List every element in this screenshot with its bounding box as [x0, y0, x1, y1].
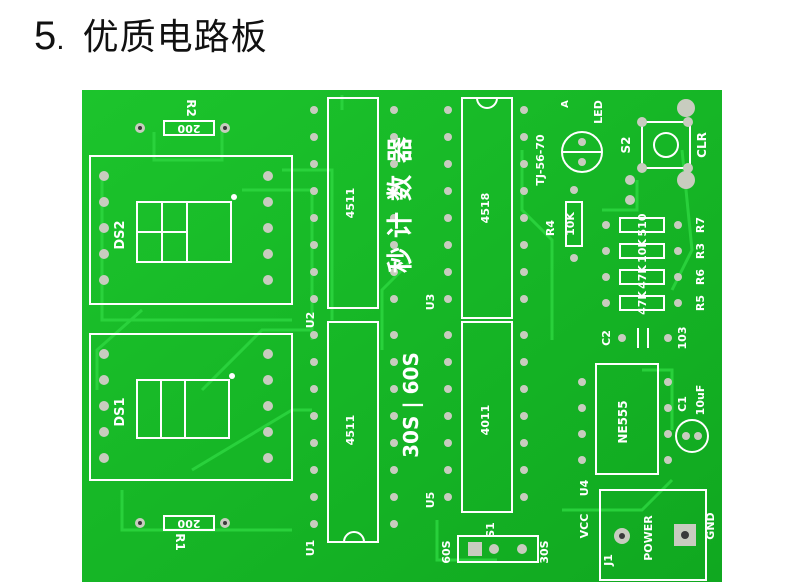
ic-4511-bottom-label: 4511 — [344, 415, 357, 446]
display-ds1: DS1 — [89, 333, 293, 481]
ic-pads — [310, 106, 528, 528]
res-ref-r5: R5 — [694, 295, 707, 311]
s1-label: S1 — [484, 522, 497, 538]
s2-label: S2 — [619, 137, 633, 154]
resistor-r2: 200 R2 — [135, 99, 230, 136]
res-51-label: 510 — [636, 213, 649, 236]
ic-u1: 4511 U1 — [304, 321, 379, 557]
ne555-label: NE555 — [616, 400, 630, 443]
r1-label: R1 — [173, 533, 187, 551]
tj-label: TJ-56-70 — [534, 134, 547, 186]
ic-u4: NE555 U4 — [578, 363, 672, 496]
pcb-photo: 200 R2 DS2 DS1 200 R1 — [82, 90, 722, 582]
display-ds2: DS2 — [89, 155, 293, 305]
c2-value: 103 — [676, 327, 689, 350]
clr-label: CLR — [695, 132, 709, 158]
resistor-r4: 10K R4 — [544, 186, 583, 262]
copper-traces — [95, 95, 694, 562]
title-char-shu: 数 — [386, 174, 416, 201]
page-heading: 5 . 优质电路板 — [34, 8, 268, 64]
switch-60s-label: 60S — [440, 540, 453, 563]
led-label: LED — [592, 100, 605, 124]
mounting-holes — [625, 99, 695, 205]
u1-label: U1 — [304, 540, 317, 557]
heading-dot: . — [56, 23, 65, 56]
res-47k-b-label: 47K — [636, 291, 649, 315]
res-ref-r6: R6 — [694, 269, 707, 285]
u4-label: U4 — [578, 479, 591, 496]
switch-30s-label: 30S — [538, 540, 551, 563]
resistor-r1: 200 R1 — [135, 515, 230, 551]
res-ref-r7: R7 — [694, 217, 707, 233]
c2-label: C2 — [600, 330, 613, 346]
led-a-label: A — [560, 100, 571, 108]
r4-value: 10K — [564, 212, 577, 236]
ic-u3: 4518 U3 — [424, 97, 513, 319]
switch-s1: 60S S1 30S — [440, 522, 551, 563]
heading-number: 5 — [34, 14, 57, 58]
vcc-label: VCC — [578, 514, 591, 539]
ds2-label: DS2 — [113, 220, 128, 249]
res-10k-label: 10K — [636, 239, 649, 263]
board-title: 秒 计 数 器 — [386, 136, 416, 273]
button-s2: S2 CLR — [619, 117, 709, 173]
title-char-ji: 计 — [386, 212, 416, 238]
r2-value: 200 — [177, 122, 200, 135]
power-label: POWER — [642, 515, 655, 561]
u2-label: U2 — [304, 312, 317, 329]
c1-label: C1 — [676, 396, 689, 412]
ic-u2: 4511 U2 — [304, 97, 379, 329]
title-char-miao: 秒 — [386, 247, 416, 273]
connector-j1: VCC J1 POWER GND — [578, 489, 717, 581]
ic-4011-label: 4011 — [479, 405, 492, 436]
ic-4518-label: 4518 — [479, 193, 492, 224]
resistor-bank: 510 10K 47K 47K R7 R3 R6 R5 — [602, 213, 707, 315]
heading-title: 优质电路板 — [82, 17, 268, 58]
r4-label: R4 — [544, 220, 557, 236]
capacitor-c2: C2 103 — [600, 327, 689, 350]
u5-label: U5 — [424, 492, 437, 509]
res-47k-a-label: 47K — [636, 265, 649, 289]
ic-u5: 4011 U5 — [424, 321, 513, 513]
ds1-label: DS1 — [113, 397, 128, 426]
ic-4511-top-label: 4511 — [344, 188, 357, 219]
res-ref-r3: R3 — [694, 243, 707, 259]
mode-label: 30S | 60S — [399, 352, 423, 458]
title-char-qi: 器 — [386, 136, 416, 164]
r1-value: 200 — [177, 517, 200, 530]
j1-label: J1 — [602, 554, 615, 567]
r2-label: R2 — [184, 99, 198, 117]
u3-label: U3 — [424, 294, 437, 311]
c1-value: 10uF — [694, 385, 707, 416]
led: TJ-56-70 LED A — [534, 100, 605, 186]
gnd-label: GND — [704, 512, 717, 539]
board-body — [82, 90, 722, 582]
capacitor-c1: C1 10uF — [675, 385, 709, 453]
